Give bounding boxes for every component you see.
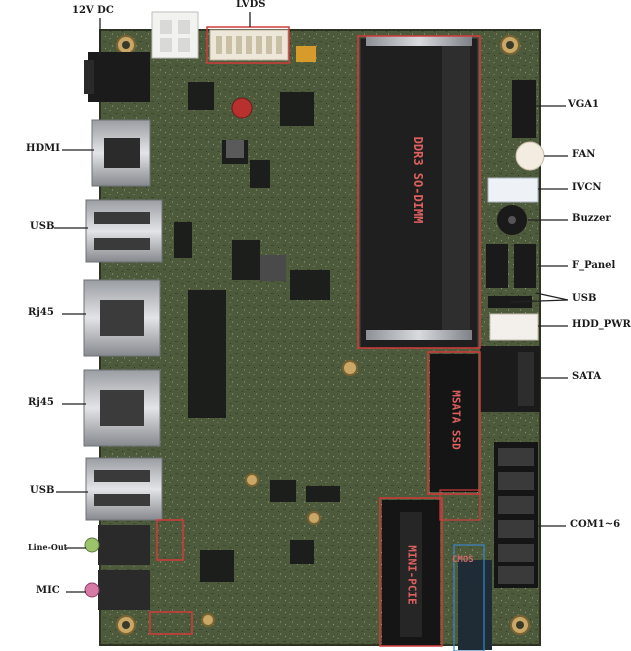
label-usb-left-bottom: USB (30, 485, 55, 496)
label-ivcn: IVCN (572, 182, 602, 193)
label-mic: MIC (36, 585, 60, 596)
f-panel-header (486, 244, 508, 288)
dc-jack (88, 52, 150, 102)
msata-slot (430, 354, 478, 492)
callout-lines (54, 12, 569, 593)
label-buzzer: Buzzer (572, 213, 611, 224)
label-usb-left-top: USB (30, 221, 55, 232)
label-hdd-pwr: HDD_PWR (572, 319, 631, 330)
minipcie-slot-label: MINI-PCIE (405, 545, 419, 605)
highlight-boxes (149, 26, 481, 647)
label-12v-dc: 12V DC (72, 5, 114, 16)
label-fan: FAN (572, 149, 596, 160)
rj45-port-top (83, 279, 161, 357)
msata-slot-label: MSATA SSD (449, 390, 463, 450)
label-com: COM1~6 (570, 519, 621, 530)
label-vga1: VGA1 (568, 99, 600, 110)
usb-port-top (85, 199, 163, 263)
label-rj45-bottom: Rj45 (28, 397, 54, 408)
hdd-pwr-connector (489, 313, 539, 341)
label-hdmi: HDMI (26, 143, 60, 154)
ivcn-connector (487, 177, 539, 203)
fan-connector (515, 141, 545, 171)
line-out-jack (98, 525, 150, 565)
label-line-out: Line-Out (28, 542, 68, 552)
label-lvds: LVDS (236, 0, 266, 10)
ddr3-slot-label: DDR3 SO-DIMM (411, 136, 425, 224)
label-sata: SATA (572, 371, 602, 382)
label-usb-right: USB (572, 293, 597, 304)
hdmi-port (91, 119, 151, 187)
cmos-battery-area (458, 560, 492, 650)
usb-port-bottom (85, 457, 163, 521)
label-f-panel: F_Panel (572, 260, 616, 271)
vga-header (512, 80, 536, 138)
label-rj45-top: Rj45 (28, 307, 54, 318)
cmos-label: CMOS (452, 555, 474, 565)
com-headers (494, 442, 538, 588)
mic-jack (98, 570, 150, 610)
